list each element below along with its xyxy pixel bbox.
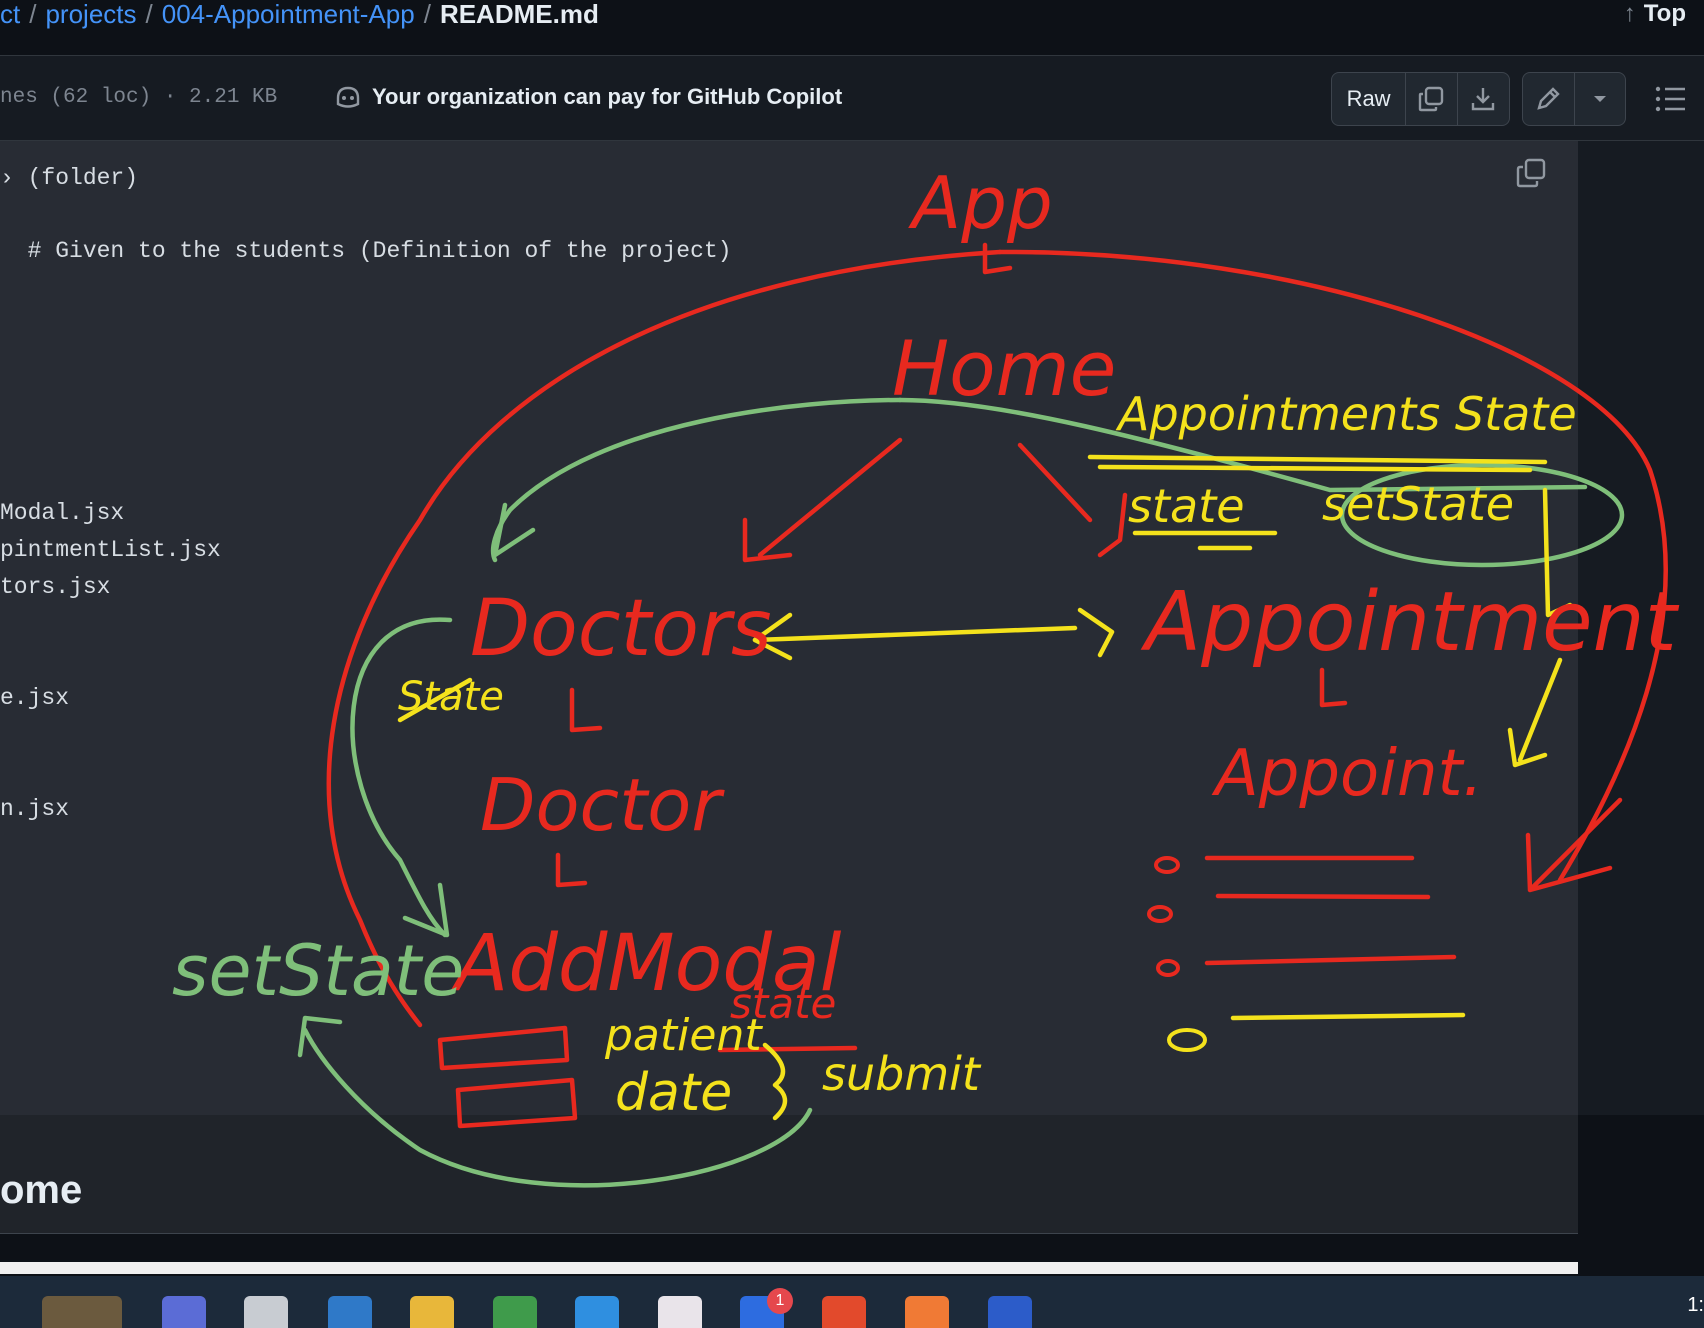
brave-app-icon[interactable]: [822, 1296, 866, 1328]
breadcrumb: ct / projects / 004-Appointment-App / README.m…: [0, 0, 599, 28]
pencil-icon: [1537, 87, 1560, 110]
code-line: Modal.jsx: [0, 500, 125, 526]
breadcrumb-separator: /: [423, 0, 431, 29]
arrow-up-icon: ↑: [1623, 0, 1636, 27]
taskbar-clock: 1:: [1687, 1294, 1704, 1316]
whiteboard-app-icon[interactable]: [988, 1296, 1032, 1328]
breadcrumb-separator: /: [145, 0, 153, 29]
download-icon: [1472, 88, 1495, 111]
edit-button[interactable]: [1523, 73, 1575, 125]
edit-group: [1522, 72, 1626, 126]
breadcrumb-separator: /: [29, 0, 37, 29]
folder-app-icon[interactable]: [410, 1296, 454, 1328]
chrome-app-icon[interactable]: [493, 1296, 537, 1328]
copilot-text: Your organization can pay for GitHub Cop…: [372, 84, 843, 109]
copy-raw-button[interactable]: [1406, 73, 1458, 125]
outline-list-icon[interactable]: [1654, 82, 1688, 116]
breadcrumb-link-repo[interactable]: 004-Appointment-App: [161, 0, 415, 29]
markdown-section: [0, 1115, 1578, 1234]
code-block: [0, 141, 1578, 1115]
section-heading: ome: [0, 1168, 83, 1212]
breadcrumb-bar: ct / projects / 004-Appointment-App / README.m…: [0, 0, 1704, 56]
slack-app-icon[interactable]: [658, 1296, 702, 1328]
taskbar-widget-icon[interactable]: [42, 1296, 122, 1328]
breadcrumb-link-projects[interactable]: projects: [45, 0, 137, 29]
vscode-app-icon[interactable]: [575, 1296, 619, 1328]
file-meta: nes (62 loc) · 2.21 KB: [0, 86, 278, 109]
copilot-banner[interactable]: Your organization can pay for GitHub Cop…: [334, 84, 842, 110]
top-label: Top: [1643, 0, 1686, 27]
copy-code-icon[interactable]: [1515, 157, 1547, 189]
back-to-top-button[interactable]: ↑ Top: [1624, 0, 1686, 28]
raw-button[interactable]: Raw: [1332, 73, 1407, 125]
breadcrumb-link-root[interactable]: ct: [0, 0, 21, 29]
code-line: n.jsx: [0, 796, 70, 822]
breadcrumb-current-file: README.md: [439, 0, 599, 29]
code-line: pintmentList.jsx: [0, 537, 221, 563]
store-app-icon[interactable]: [328, 1296, 372, 1328]
file-app-icon[interactable]: [244, 1296, 288, 1328]
edit-options-dropdown[interactable]: [1575, 73, 1626, 125]
file-header: nes (62 loc) · 2.21 KB Your organization…: [0, 56, 1704, 141]
code-line: # Given to the students (Definition of t…: [0, 238, 732, 264]
chevron-down-icon: [1593, 96, 1606, 102]
copy-icon: [1419, 86, 1444, 112]
pen-app-icon[interactable]: [905, 1296, 949, 1328]
code-line: tors.jsx: [0, 574, 111, 600]
zoom-notification-badge: 1: [767, 1288, 793, 1314]
horizontal-scrollbar[interactable]: [0, 1262, 1578, 1274]
right-gutter: [1578, 141, 1704, 1115]
code-line: › (folder): [0, 165, 139, 191]
code-line: e.jsx: [0, 685, 70, 711]
copilot-icon: [336, 86, 360, 108]
download-button[interactable]: [1458, 73, 1509, 125]
raw-copy-download-group: Raw: [1331, 72, 1510, 126]
copilot-app-icon[interactable]: [162, 1296, 206, 1328]
